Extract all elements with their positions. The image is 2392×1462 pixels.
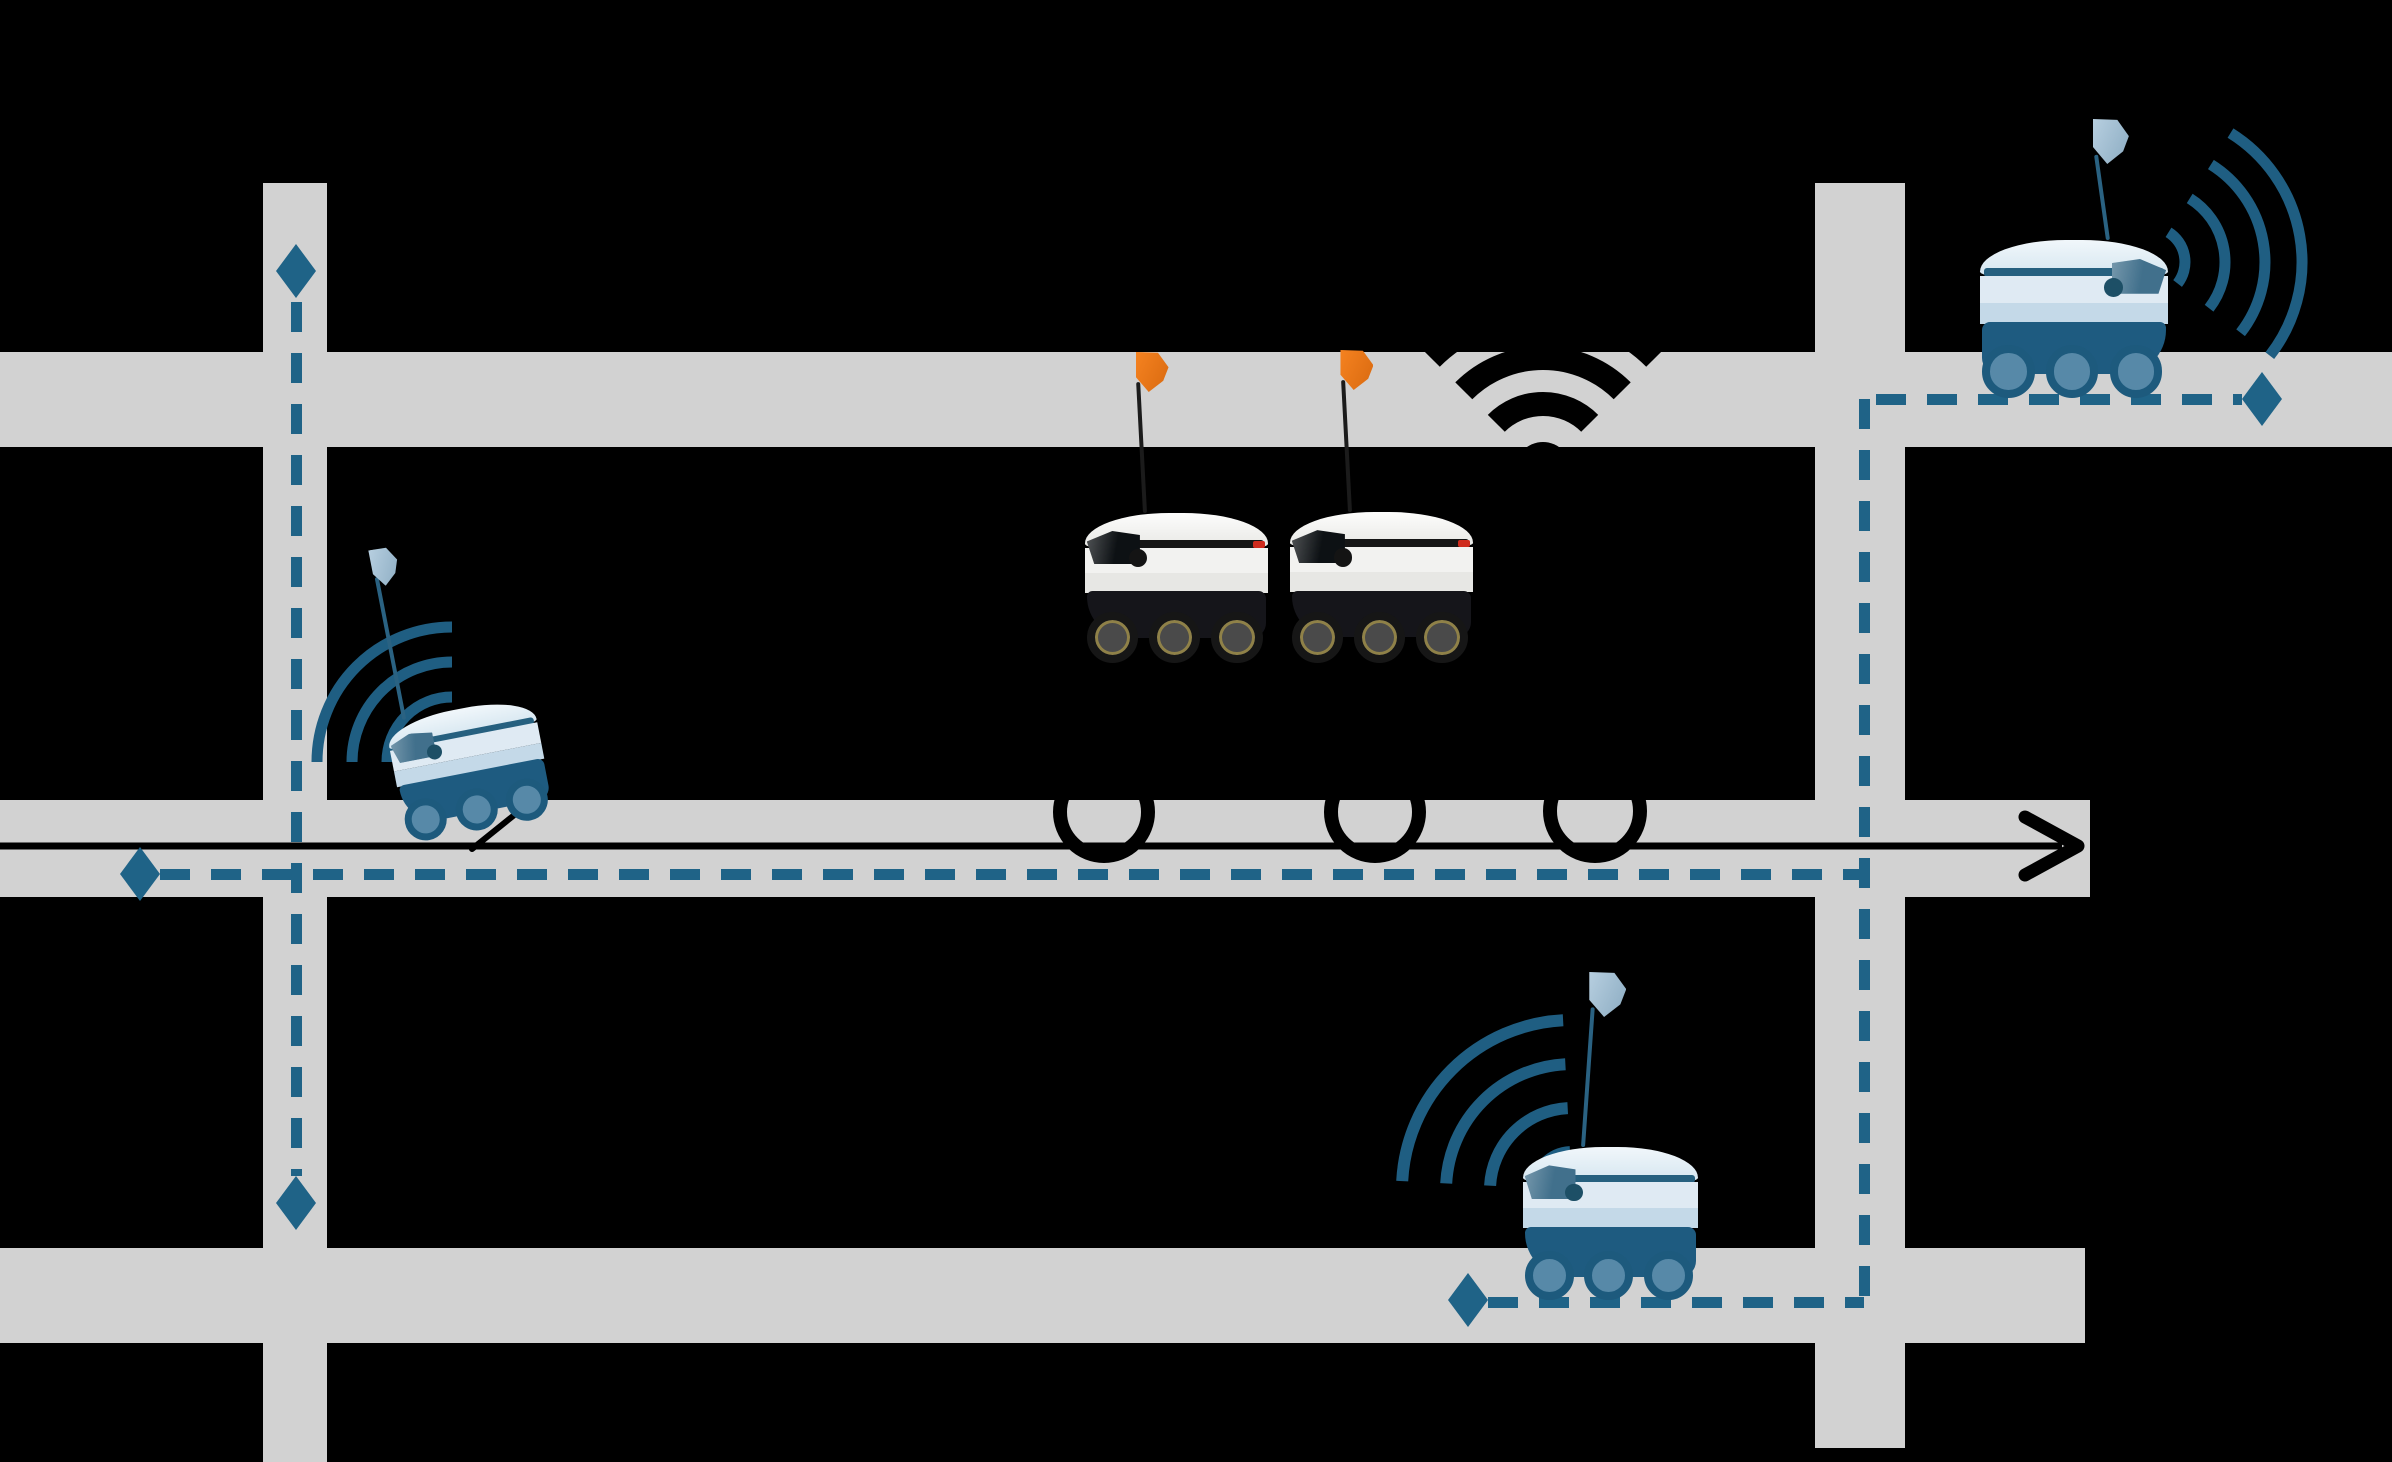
antenna — [1580, 1007, 1595, 1148]
robot-sensor-strip — [1526, 1174, 1695, 1183]
robot-wheel — [1584, 1251, 1634, 1300]
wifi-arc — [2227, 128, 2308, 359]
wifi-arc — [2186, 193, 2231, 312]
wifi-arc — [2165, 227, 2191, 287]
robot-wheel — [2109, 345, 2163, 398]
delivery-robot-blue-bottom — [1523, 972, 1698, 1300]
robot-wheel — [1416, 611, 1468, 663]
robot-taillight — [1253, 540, 1266, 548]
delivery-robot-blue-top-right — [1980, 119, 2168, 398]
robot-sensor-strip — [1983, 268, 2165, 278]
robot-wheel — [1211, 611, 1263, 663]
route-left-vertical — [290, 302, 302, 1176]
robot-sensor-strip — [1293, 539, 1470, 548]
robot-wheel — [1643, 1251, 1693, 1300]
antenna-mount-ball — [1565, 1183, 1583, 1202]
route-top-horizontal — [1876, 393, 2242, 405]
robot-body-band — [1523, 1208, 1698, 1229]
flag-icon — [1589, 972, 1627, 1017]
robot-body-band — [1290, 572, 1473, 593]
antenna-mount-ball — [1128, 549, 1148, 568]
robot-wheel — [1149, 611, 1201, 663]
antenna-mount-ball — [1333, 548, 1353, 567]
robot-body-band — [1980, 303, 2168, 324]
wifi-dot — [1515, 442, 1571, 498]
route-right-vertical — [1858, 399, 1870, 1302]
robot-body-band — [1085, 573, 1268, 593]
delivery-robot-photo-1 — [1085, 352, 1268, 663]
route-bottom-horizontal — [1488, 1296, 1864, 1308]
robot-sensor-strip — [1088, 540, 1265, 549]
wifi-signal-top-right-icon — [2165, 128, 2308, 359]
robot-wheel — [1354, 611, 1406, 663]
delivery-robot-photo-2 — [1290, 350, 1473, 663]
antenna — [374, 577, 406, 721]
robot-wheel — [1524, 1251, 1574, 1300]
robot-taillight — [1458, 539, 1471, 547]
robot-wheel — [2045, 345, 2099, 398]
antenna-mount-ball — [2104, 277, 2123, 297]
flag-icon — [368, 545, 402, 587]
antenna — [2093, 154, 2110, 241]
wifi-arc — [2207, 159, 2271, 337]
robot-wheel — [1291, 611, 1344, 663]
route-main-horizontal — [160, 868, 1869, 880]
robot-wheel — [1981, 345, 2035, 398]
robot-wheel — [1086, 611, 1139, 663]
road-horizontal-bottom — [0, 1248, 2085, 1343]
